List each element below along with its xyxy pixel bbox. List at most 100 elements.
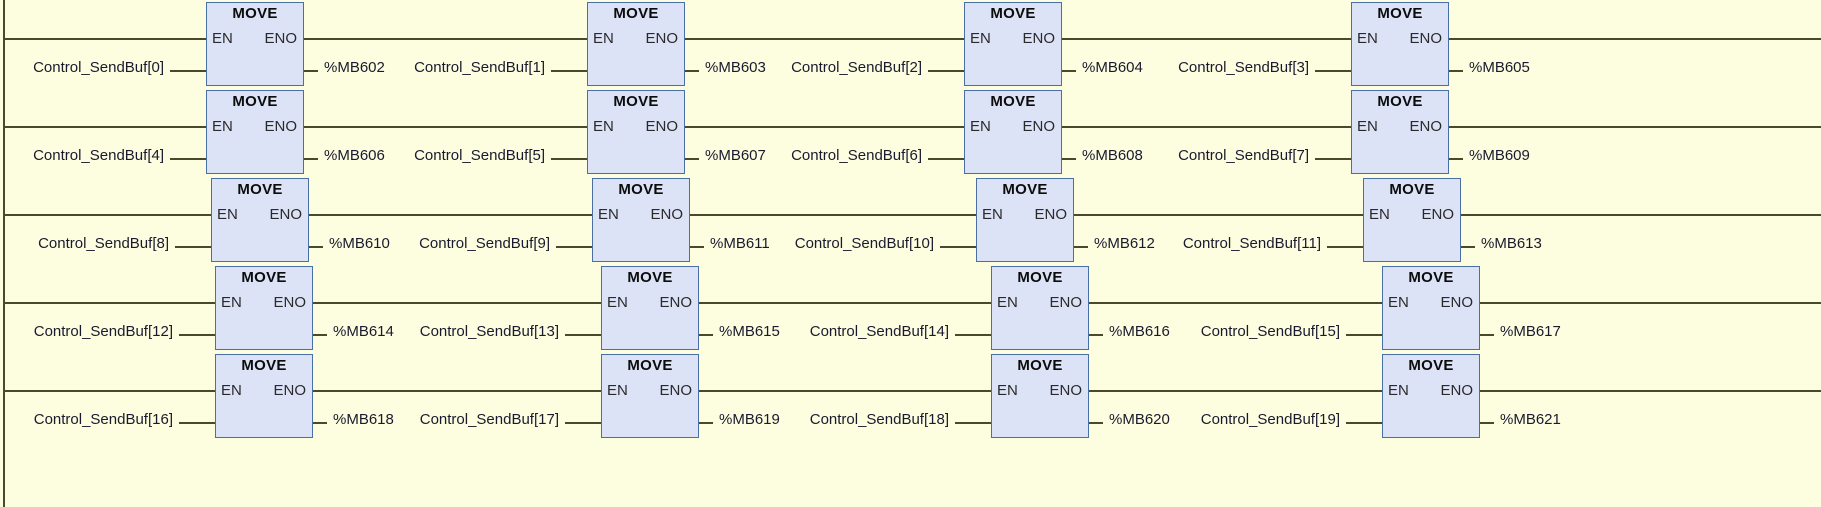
output-operand-label[interactable]: %MB618 [333,411,394,428]
rung-1[interactable]: MOVE EN ENO Control_SendBuf[4] %MB606 MOVE EN E… [0,90,1821,178]
input-operand-label[interactable]: Control_SendBuf[14] [809,323,949,340]
input-pin-wire [940,246,976,248]
input-operand-label[interactable]: Control_SendBuf[9] [419,235,550,252]
input-operand-label[interactable]: Control_SendBuf[5] [414,147,545,164]
output-operand-label[interactable]: %MB606 [324,147,385,164]
output-operand-label[interactable]: %MB614 [333,323,394,340]
en-pin-label: EN [593,118,614,135]
output-operand-label[interactable]: %MB619 [719,411,780,428]
eno-pin-label: ENO [645,30,678,47]
rung-wire-segment [685,126,964,128]
output-operand-label[interactable]: %MB603 [705,59,766,76]
rung-wire-segment [1062,126,1351,128]
en-pin-label: EN [221,294,242,311]
input-pin-wire [928,158,964,160]
move-block[interactable]: MOVE EN ENO [1351,90,1449,174]
output-operand-label[interactable]: %MB611 [710,235,770,252]
output-operand-label[interactable]: %MB605 [1469,59,1530,76]
rung-wire-segment [313,390,601,392]
output-operand-label[interactable]: %MB613 [1481,235,1542,252]
rung-wire-segment [1480,302,1821,304]
eno-pin-label: ENO [264,118,297,135]
output-operand-label[interactable]: %MB615 [719,323,780,340]
input-operand-label[interactable]: Control_SendBuf[11] [1182,235,1321,252]
input-operand-label[interactable]: Control_SendBuf[7] [1178,147,1309,164]
rung-wire-segment [699,390,991,392]
input-operand-label[interactable]: Control_SendBuf[10] [794,235,934,252]
input-operand-label[interactable]: Control_SendBuf[13] [419,323,559,340]
input-operand-label[interactable]: Control_SendBuf[3] [1178,59,1309,76]
en-pin-label: EN [970,30,991,47]
input-operand-label[interactable]: Control_SendBuf[2] [791,59,922,76]
input-pin-wire [928,70,964,72]
input-operand-label[interactable]: Control_SendBuf[8] [38,235,169,252]
output-operand-label[interactable]: %MB607 [705,147,766,164]
output-operand-label[interactable]: %MB621 [1500,411,1561,428]
eno-pin-label: ENO [1440,382,1473,399]
rung-wire-segment [3,302,215,304]
input-pin-wire [556,246,592,248]
rung-wire-segment [3,214,211,216]
output-operand-label[interactable]: %MB616 [1109,323,1170,340]
output-operand-label[interactable]: %MB620 [1109,411,1170,428]
eno-pin-label: ENO [269,206,302,223]
input-operand-label[interactable]: Control_SendBuf[0] [33,59,164,76]
eno-pin-label: ENO [1421,206,1454,223]
input-operand-label[interactable]: Control_SendBuf[15] [1200,323,1340,340]
move-block-title: MOVE [1377,93,1423,110]
input-operand-label[interactable]: Control_SendBuf[19] [1200,411,1340,428]
output-operand-label[interactable]: %MB602 [324,59,385,76]
input-operand-label[interactable]: Control_SendBuf[4] [33,147,164,164]
output-operand-label[interactable]: %MB604 [1082,59,1143,76]
output-operand-label[interactable]: %MB617 [1500,323,1561,340]
input-operand-label[interactable]: Control_SendBuf[1] [414,59,545,76]
en-pin-label: EN [970,118,991,135]
eno-pin-label: ENO [1034,206,1067,223]
output-pin-wire [1480,422,1494,424]
en-pin-label: EN [997,382,1018,399]
en-pin-label: EN [982,206,1003,223]
move-block-title: MOVE [1017,357,1063,374]
output-pin-wire [1062,70,1076,72]
input-operand-label[interactable]: Control_SendBuf[6] [791,147,922,164]
input-pin-wire [1315,158,1351,160]
left-power-rail [3,0,5,507]
input-operand-label[interactable]: Control_SendBuf[18] [809,411,949,428]
output-operand-label[interactable]: %MB608 [1082,147,1143,164]
input-operand-label[interactable]: Control_SendBuf[17] [419,411,559,428]
eno-pin-label: ENO [1409,118,1442,135]
input-pin-wire [955,334,991,336]
input-operand-label[interactable]: Control_SendBuf[16] [33,411,173,428]
output-operand-label[interactable]: %MB610 [329,235,390,252]
move-block-title: MOVE [613,93,659,110]
output-operand-label[interactable]: %MB612 [1094,235,1155,252]
en-pin-label: EN [221,382,242,399]
output-operand-label[interactable]: %MB609 [1469,147,1530,164]
en-pin-label: EN [1357,118,1378,135]
input-operand-label[interactable]: Control_SendBuf[12] [33,323,173,340]
